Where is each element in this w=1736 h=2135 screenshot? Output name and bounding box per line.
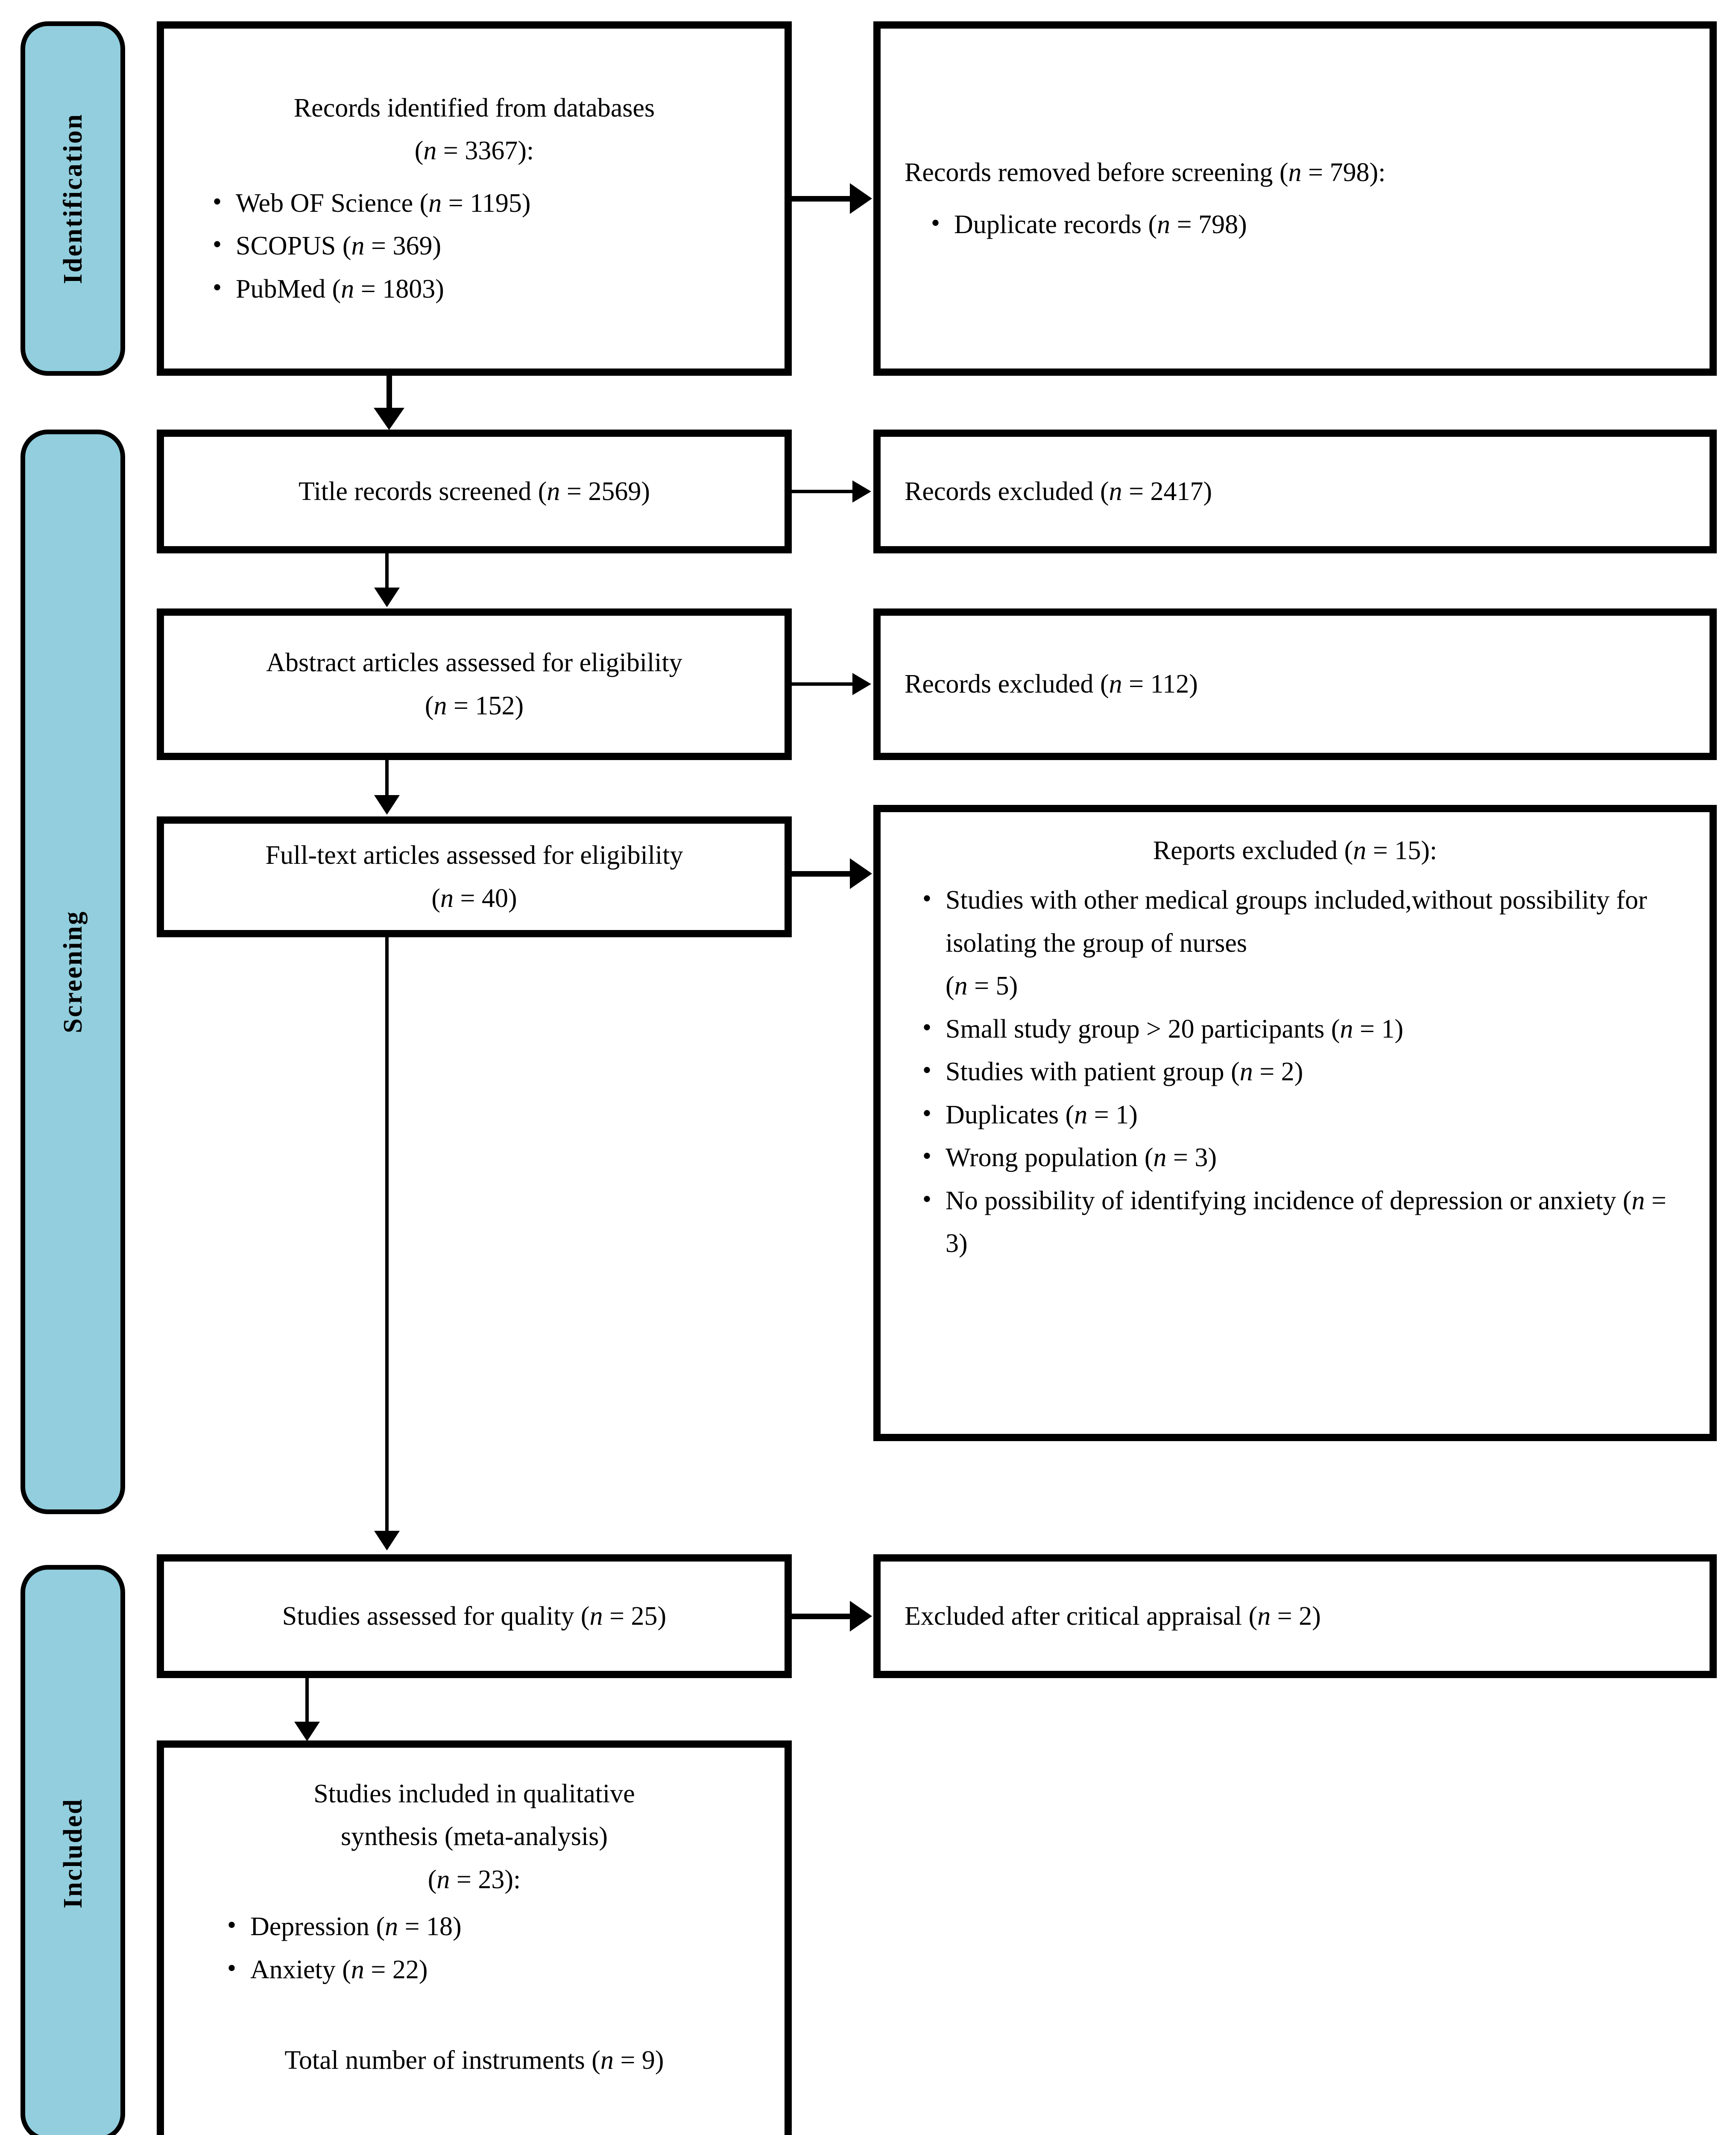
list-item: Duplicate records (n = 798): [928, 202, 1686, 246]
list-item: No possibility of identifying incidence …: [919, 1179, 1692, 1265]
list-item: Studies with patient group (n = 2): [919, 1050, 1692, 1093]
arrowhead-fulltext-to-reports-excluded: [850, 858, 872, 889]
connector-identified-to-removed: [792, 196, 852, 202]
stage-label-screening: Screening: [58, 910, 88, 1033]
records-identified-count: (n = 3367):: [414, 136, 534, 166]
list-item: Small study group > 20 participants (n =…: [919, 1007, 1692, 1050]
records-excluded-abstracts-title: Records excluded (n = 112): [905, 670, 1198, 699]
stage-label-identification: Identification: [58, 113, 88, 284]
box-studies-assessed-for-quality: Studies assessed for quality (n = 25): [157, 1554, 792, 1678]
stage-label-included: Included: [58, 1798, 88, 1909]
list-item-text: Studies with other medical groups includ…: [946, 886, 1647, 958]
included-title-line-1: Studies included in qualitative: [313, 1779, 635, 1808]
box-records-excluded-titles: Records excluded (n = 2417): [873, 430, 1717, 553]
title-records-screened-title: Title records screened (n = 2569): [299, 477, 650, 506]
list-item: Depression (n = 18): [224, 1904, 767, 1948]
arrowhead-quality-to-included: [294, 1722, 320, 1741]
abstract-assessed-count: (n = 152): [424, 691, 524, 720]
list-item: Wrong population (n = 3): [919, 1135, 1692, 1179]
included-count: (n = 23):: [427, 1865, 521, 1894]
arrowhead-identified-to-title-screened: [374, 408, 404, 430]
abstract-assessed-title: Abstract articles assessed for eligibili…: [266, 648, 682, 678]
arrowhead-abstract-to-fulltext: [374, 795, 400, 815]
records-excluded-titles-title: Records excluded (n = 2417): [905, 477, 1212, 506]
arrowhead-quality-to-excluded-appraisal: [850, 1601, 872, 1632]
included-title-line-2: synthesis (meta-analysis): [340, 1822, 608, 1851]
list-item-count: (n = 5): [946, 971, 1018, 1001]
fulltext-assessed-title: Full-text articles assessed for eligibil…: [265, 841, 683, 870]
included-items: Depression (n = 18) Anxiety (n = 22): [181, 1904, 767, 1991]
list-item: SCOPUS (n = 369): [209, 224, 767, 267]
stage-pill-screening: Screening: [20, 430, 125, 1514]
stage-pill-identification: Identification: [20, 21, 125, 376]
connector-fulltext-to-reports-excluded: [792, 871, 852, 877]
records-removed-items: Duplicate records (n = 798): [905, 202, 1686, 246]
records-removed-title: Records removed before screening (n = 79…: [905, 158, 1386, 187]
box-records-identified: Records identified from databases (n = 3…: [157, 21, 792, 376]
arrowhead-identified-to-removed: [850, 183, 872, 214]
records-identified-sources: Web OF Science (n = 1195) SCOPUS (n = 36…: [181, 181, 767, 310]
connector-abstract-to-excluded: [792, 682, 854, 686]
list-item: Anxiety (n = 22): [224, 1948, 767, 1991]
box-abstract-articles-assessed: Abstract articles assessed for eligibili…: [157, 608, 792, 760]
connector-identified-to-title-screened: [386, 376, 392, 411]
box-fulltext-articles-assessed: Full-text articles assessed for eligibil…: [157, 816, 792, 937]
list-item: Studies with other medical groups includ…: [919, 878, 1692, 1007]
arrowhead-fulltext-to-quality: [374, 1531, 400, 1550]
list-item: PubMed (n = 1803): [209, 267, 767, 310]
box-records-removed-before-screening: Records removed before screening (n = 79…: [873, 21, 1717, 376]
box-title-records-screened: Title records screened (n = 2569): [157, 430, 792, 553]
excluded-appraisal-title: Excluded after critical appraisal (n = 2…: [905, 1601, 1321, 1631]
arrowhead-title-screened-to-excluded: [852, 480, 871, 503]
box-reports-excluded: Reports excluded (n = 15): Studies with …: [873, 805, 1717, 1441]
reports-excluded-title: Reports excluded (n = 15):: [1153, 836, 1437, 865]
box-records-excluded-abstracts: Records excluded (n = 112): [873, 608, 1717, 760]
reports-excluded-items: Studies with other medical groups includ…: [898, 878, 1692, 1265]
connector-fulltext-to-quality: [385, 937, 389, 1535]
connector-abstract-to-fulltext: [385, 760, 389, 799]
connector-quality-to-excluded-appraisal: [792, 1614, 852, 1619]
box-studies-included: Studies included in qualitative synthesi…: [157, 1740, 792, 2135]
connector-quality-to-included: [305, 1678, 309, 1725]
arrowhead-abstract-to-excluded: [852, 673, 871, 695]
fulltext-assessed-count: (n = 40): [431, 883, 517, 913]
connector-title-screened-to-abstract: [385, 553, 389, 591]
list-item: Duplicates (n = 1): [919, 1093, 1692, 1136]
records-identified-title: Records identified from databases: [293, 93, 655, 123]
box-excluded-after-critical-appraisal: Excluded after critical appraisal (n = 2…: [873, 1554, 1717, 1678]
list-item: Web OF Science (n = 1195): [209, 181, 767, 225]
included-footer: Total number of instruments (n = 9): [284, 2046, 664, 2075]
stage-pill-included: Included: [20, 1565, 125, 2135]
quality-assessed-title: Studies assessed for quality (n = 25): [282, 1601, 667, 1631]
arrowhead-title-screened-to-abstract: [374, 588, 400, 607]
connector-title-screened-to-excluded: [792, 490, 854, 493]
